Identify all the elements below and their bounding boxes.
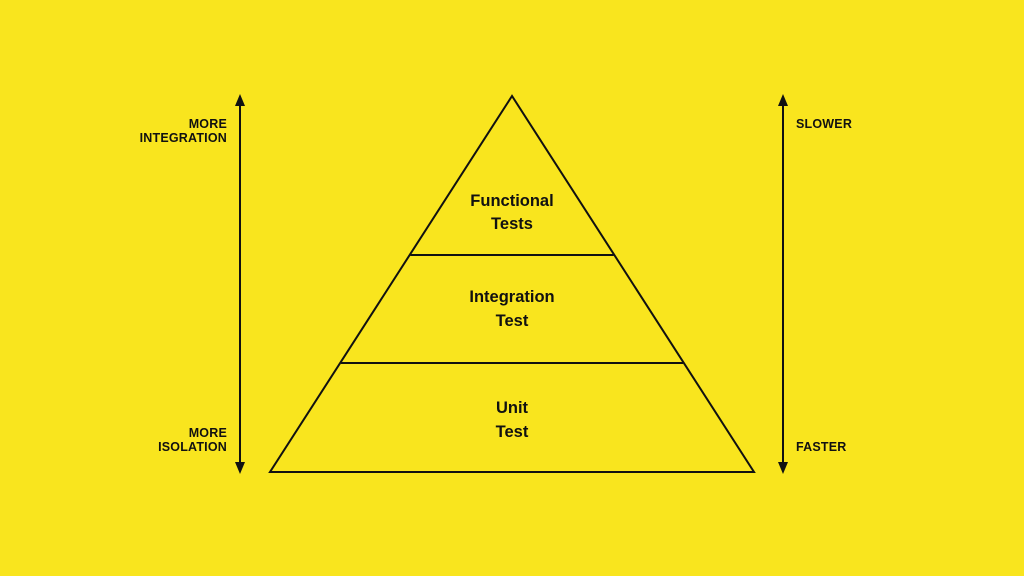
layer-label-line2: Test [496,423,529,441]
layer-label-line2: Test [496,312,529,330]
left-axis-arrow-up-icon [235,94,245,106]
pyramid-layer-unit: Unit Test [496,399,529,441]
pyramid-layer-functional: Functional Tests [470,192,553,233]
layer-label-line1: Unit [496,399,529,417]
layer-label-line1: Functional [470,192,553,210]
left-top-label-line2: INTEGRATION [140,131,227,145]
pyramid-outline [268,94,756,473]
layer-label-line2: Tests [491,215,533,233]
pyramid-layer-integration: Integration Test [469,288,554,330]
left-bottom-label-line1: MORE [189,426,227,440]
right-axis: SLOWER FASTER [778,94,852,474]
left-top-label-line1: MORE [189,117,227,131]
right-bottom-label: FASTER [796,440,847,454]
left-bottom-label-line2: ISOLATION [158,440,227,454]
right-axis-arrow-up-icon [778,94,788,106]
right-top-label: SLOWER [796,117,852,131]
layer-label-line1: Integration [469,288,554,306]
pyramid: Functional Tests Integration Test Unit T… [268,94,756,473]
left-axis: MORE INTEGRATION MORE ISOLATION [140,94,245,474]
left-axis-arrow-down-icon [235,462,245,474]
right-axis-arrow-down-icon [778,462,788,474]
